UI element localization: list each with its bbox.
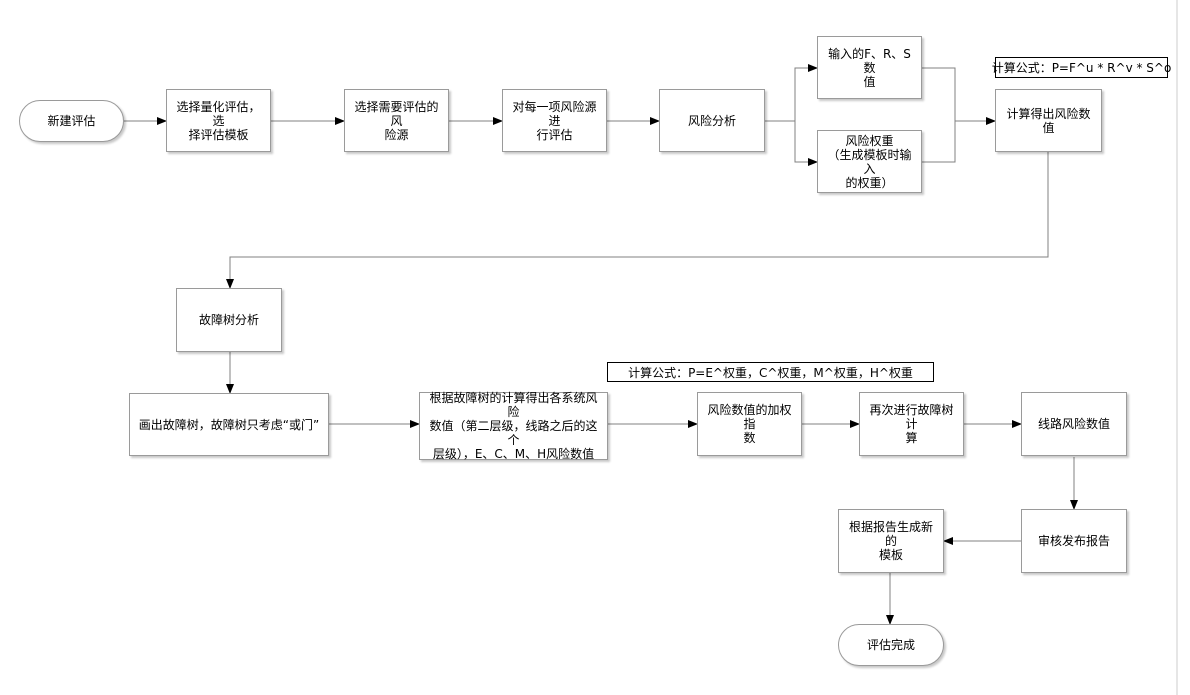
node-fault-tree-analysis: 故障树分析	[176, 288, 282, 352]
node-calc-risk: 计算得出风险数值	[995, 89, 1102, 152]
node-review-report: 审核发布报告	[1021, 509, 1127, 573]
node-evaluate-each: 对每一项风险源进 行评估	[502, 89, 607, 152]
connector-weight-calc	[922, 121, 956, 163]
node-draw-fault-tree: 画出故障树，故障树只考虑“或门”	[129, 393, 329, 456]
formula-weighted: 计算公式：P=E^权重，C^权重，M^权重，H^权重	[607, 362, 934, 382]
connector-analysis-input	[765, 64, 818, 122]
node-line-risk: 线路风险数值	[1021, 392, 1127, 456]
node-new-template: 根据报告生成新的 模板	[838, 509, 944, 573]
connector-analysis-weight	[794, 121, 818, 166]
node-risk-weight: 风险权重 （生成模板时输入 的权重）	[817, 130, 922, 193]
node-input-frs: 输入的F、R、S数 值	[817, 36, 922, 99]
node-select-template: 选择量化评估，选 择评估模板	[166, 89, 271, 152]
node-tree-calc: 根据故障树的计算得出各系统风险 数值（第二层级，线路之后的这个 层级），E、C、…	[419, 391, 608, 461]
node-start: 新建评估	[19, 100, 124, 142]
node-weighted-index: 风险数值的加权指 数	[697, 392, 802, 456]
node-select-source: 选择需要评估的风 险源	[344, 89, 449, 152]
connector-input-calc	[922, 67, 996, 125]
connector-calc-fta	[226, 152, 1049, 289]
canvas-edge	[1176, 0, 1178, 695]
node-risk-analysis: 风险分析	[659, 89, 765, 152]
node-end: 评估完成	[838, 624, 944, 666]
formula-frs: 计算公式：P=F^u * R^v * S^o	[992, 57, 1171, 78]
node-tree-recalc: 再次进行故障树计 算	[859, 392, 964, 456]
